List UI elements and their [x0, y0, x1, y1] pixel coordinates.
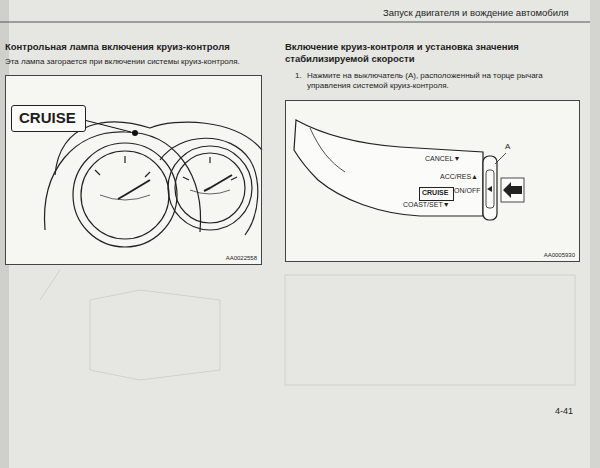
body-text: Эта лампа загорается при включении систе… [5, 57, 240, 67]
switch-label: ON/OFF [454, 187, 480, 196]
step-text: Нажмите на выключатель (A), расположенны… [307, 71, 583, 91]
button-text: CRUISE [19, 109, 78, 126]
figure-code: AA0022558 [226, 255, 257, 263]
step-number: 1. [295, 71, 302, 81]
page-number: 4-41 [555, 406, 573, 417]
figure-code: AA0005930 [544, 252, 575, 260]
button-text: CRUISE [422, 189, 451, 197]
switch-label: CANCEL▼ [425, 155, 460, 164]
indicator-callout: CRUISE [11, 105, 86, 132]
figure-frame: AA0022558 CRUISE [5, 75, 262, 265]
switch-label: COAST/SET▼ [403, 201, 450, 210]
figure-frame: AA0005930 CRUISE [285, 100, 580, 262]
switch-label: ACC/RES▲ [440, 173, 478, 182]
section-title: Контрольная лампа включения круиз-контро… [5, 41, 230, 53]
section-title: Включение круиз-контроля и установка зна… [285, 41, 583, 65]
page-header: Запуск двигателя и вождение автомобиля [383, 7, 569, 19]
callout-letter: A [505, 142, 510, 152]
switch-button: CRUISE [419, 187, 454, 201]
